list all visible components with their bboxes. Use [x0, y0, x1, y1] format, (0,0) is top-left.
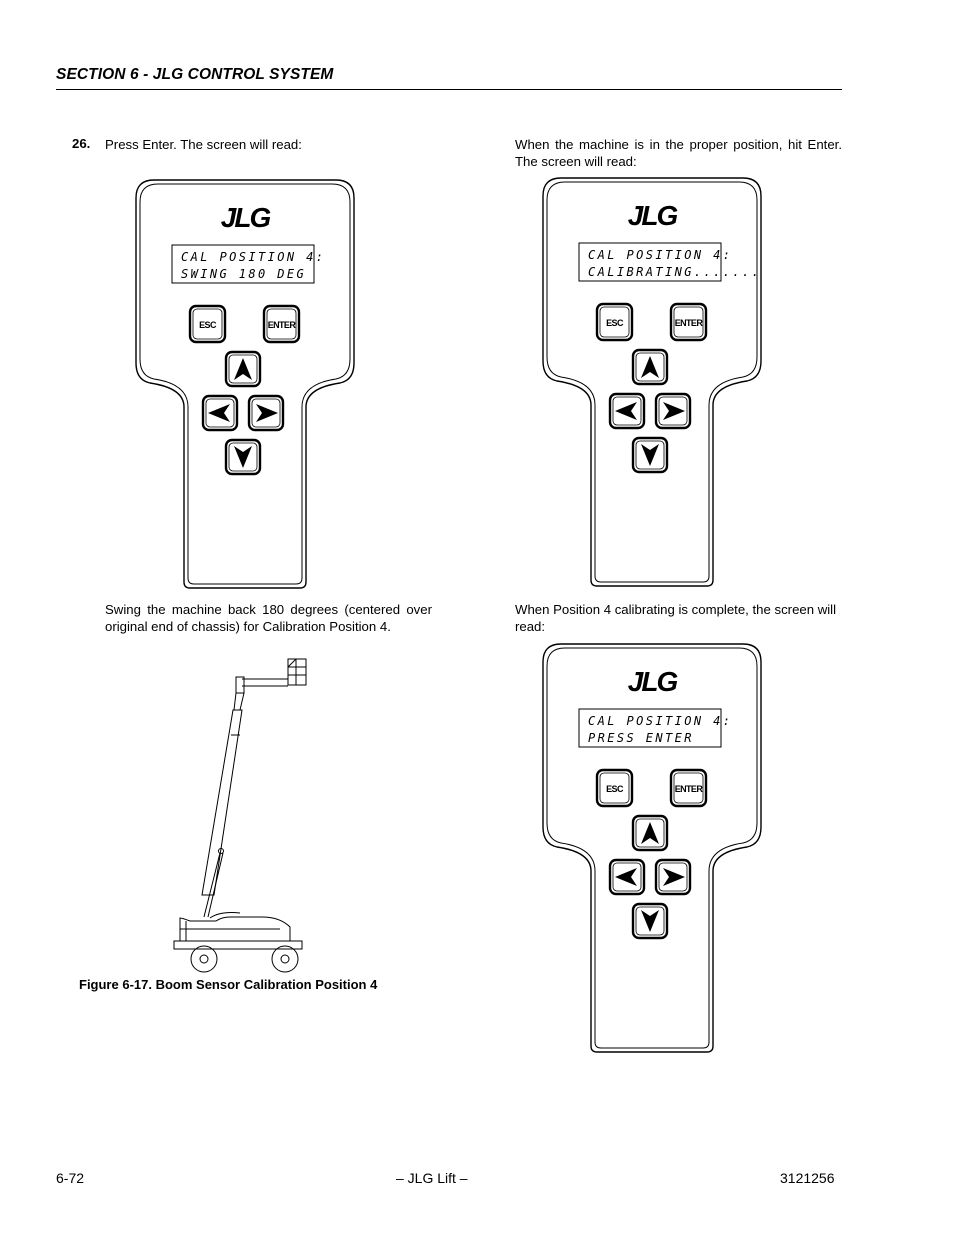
arrow-right-button[interactable] — [654, 858, 692, 896]
pendant-press-enter: JLG CAL POSITION 4: PRESS ENTER ESC ENTER — [542, 643, 764, 1055]
pendant-body: JLG CAL POSITION 4: PRESS ENTER ESC ENTER — [542, 643, 762, 1053]
arrow-down-icon — [234, 446, 252, 468]
arrow-down-icon — [641, 444, 659, 466]
arrow-left-icon — [615, 868, 637, 886]
lcd-line-1: CAL POSITION 4: — [181, 250, 325, 264]
step-number: 26. — [72, 136, 91, 151]
swing-instruction-text: Swing the machine back 180 degrees (cent… — [105, 602, 432, 634]
jlg-logo: JLG — [221, 202, 271, 233]
arrow-right-icon — [663, 868, 685, 886]
arrow-down-button[interactable] — [631, 436, 669, 474]
arrow-down-button[interactable] — [224, 438, 262, 476]
section-title: SECTION 6 - JLG CONTROL SYSTEM — [56, 66, 334, 83]
lcd-line-2: CALIBRATING....... — [588, 265, 761, 279]
footer-center: – JLG Lift – — [396, 1170, 468, 1186]
enter-label: ENTER — [675, 784, 704, 794]
esc-button[interactable]: ESC — [595, 302, 634, 342]
enter-button[interactable]: ENTER — [669, 768, 708, 808]
arrow-right-button[interactable] — [247, 394, 285, 432]
jlg-logo: JLG — [628, 666, 678, 697]
lcd-line-2: SWING 180 DEG — [181, 267, 306, 281]
arrow-up-button[interactable] — [224, 350, 262, 388]
esc-label: ESC — [606, 784, 624, 794]
step-text: Press Enter. The screen will read: — [105, 137, 302, 152]
arrow-up-icon — [641, 822, 659, 844]
arrow-down-icon — [641, 910, 659, 932]
arrow-left-button[interactable] — [608, 858, 646, 896]
arrow-left-button[interactable] — [201, 394, 239, 432]
enter-label: ENTER — [268, 320, 297, 330]
page-number: 6-72 — [56, 1170, 85, 1186]
esc-button[interactable]: ESC — [188, 304, 227, 344]
enter-label: ENTER — [675, 318, 704, 328]
doc-number: 3121256 — [780, 1170, 835, 1186]
lcd-screen — [578, 242, 722, 282]
jlg-logo: JLG — [628, 200, 678, 231]
esc-label: ESC — [606, 318, 624, 328]
arrow-up-button[interactable] — [631, 348, 669, 386]
enter-button[interactable]: ENTER — [262, 304, 301, 344]
pendant-calibrating: JLG CAL POSITION 4: CALIBRATING....... ESC E… — [542, 177, 764, 589]
lcd-screen — [578, 708, 722, 748]
pendant-body: JLG CAL POSITION 4: SWING 180 DEG ESC ENTER — [135, 179, 355, 589]
arrow-right-button[interactable] — [654, 392, 692, 430]
lcd-line-2: PRESS ENTER — [588, 731, 694, 745]
arrow-up-button[interactable] — [631, 814, 669, 852]
boom-lift-drawing — [173, 658, 307, 973]
arrow-left-icon — [208, 404, 230, 422]
arrow-up-icon — [234, 358, 252, 380]
esc-label: ESC — [199, 320, 217, 330]
boom-lift-figure — [170, 655, 315, 975]
calibration-complete-text: When Position 4 calibrating is complete,… — [515, 602, 837, 634]
header-rule — [56, 89, 842, 90]
arrow-right-icon — [256, 404, 278, 422]
lcd-screen — [171, 244, 315, 284]
lcd-line-1: CAL POSITION 4: — [588, 714, 732, 728]
arrow-left-icon — [615, 402, 637, 420]
figure-caption: Figure 6-17. Boom Sensor Calibration Pos… — [79, 977, 378, 992]
pendant-swing: JLG CAL POSITION 4: SWING 180 DEG ESC ENTER — [135, 179, 357, 591]
proper-position-text: When the machine is in the proper positi… — [515, 137, 842, 169]
arrow-up-icon — [641, 356, 659, 378]
enter-button[interactable]: ENTER — [669, 302, 708, 342]
arrow-right-icon — [663, 402, 685, 420]
lcd-line-1: CAL POSITION 4: — [588, 248, 732, 262]
arrow-down-button[interactable] — [631, 902, 669, 940]
pendant-body: JLG CAL POSITION 4: CALIBRATING....... ESC E… — [542, 177, 762, 587]
esc-button[interactable]: ESC — [595, 768, 634, 808]
arrow-left-button[interactable] — [608, 392, 646, 430]
